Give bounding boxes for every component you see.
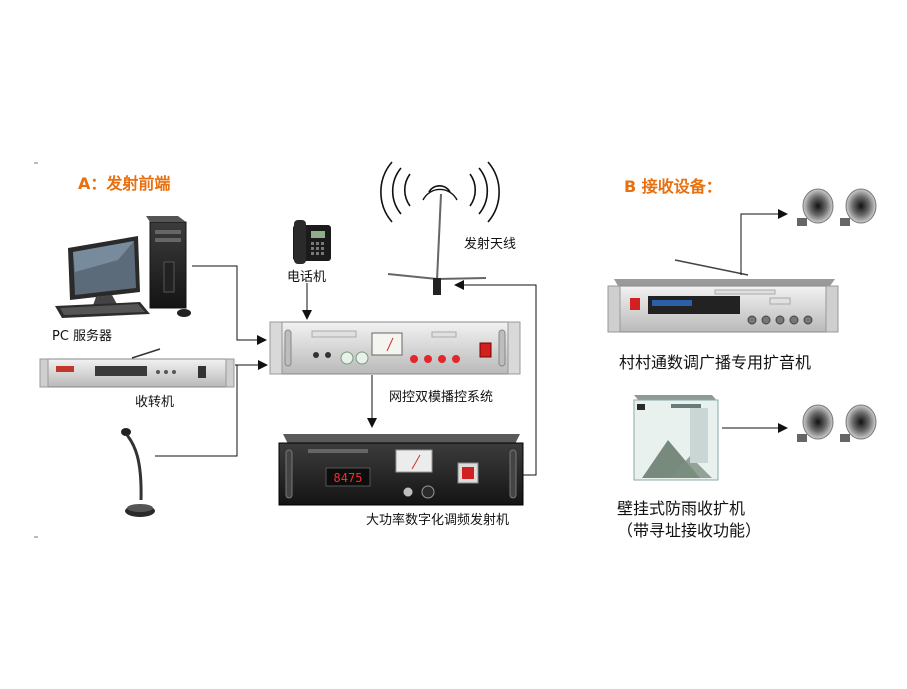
transmitter-icon bbox=[278, 434, 524, 506]
control-system-label: 网控双模播控系统 bbox=[389, 390, 494, 405]
connector-lines bbox=[155, 209, 788, 476]
section-a-title: A：发射前端 bbox=[78, 174, 171, 193]
amplifier-icon bbox=[607, 259, 839, 333]
transmitter-label: 大功率数字化调频发射机 bbox=[366, 513, 510, 528]
phone-icon bbox=[293, 220, 331, 264]
microphone-icon bbox=[121, 428, 155, 517]
wall-receiver-label-line1: 壁挂式防雨收扩机 bbox=[617, 499, 746, 518]
phone-label: 电话机 bbox=[287, 270, 327, 285]
receiver-label: 收转机 bbox=[135, 395, 175, 410]
wall-receiver-label-line2: （带寻址接收功能） bbox=[617, 521, 762, 540]
speakers-bottom-icon bbox=[797, 404, 877, 442]
amplifier-label: 村村通数调广播专用扩音机 bbox=[619, 353, 812, 372]
section-b-title: B 接收设备： bbox=[624, 177, 722, 196]
pc-server-icon bbox=[55, 216, 191, 318]
antenna-label: 发射天线 bbox=[464, 237, 517, 252]
wall-receiver-icon bbox=[633, 395, 719, 481]
control-system-icon bbox=[269, 321, 521, 375]
transmitter-display: 8475 bbox=[334, 471, 363, 485]
receiver-icon bbox=[39, 348, 235, 388]
antenna-icon bbox=[380, 161, 500, 295]
pc-server-label: PC 服务器 bbox=[52, 329, 113, 344]
speakers-top-icon bbox=[797, 188, 877, 226]
